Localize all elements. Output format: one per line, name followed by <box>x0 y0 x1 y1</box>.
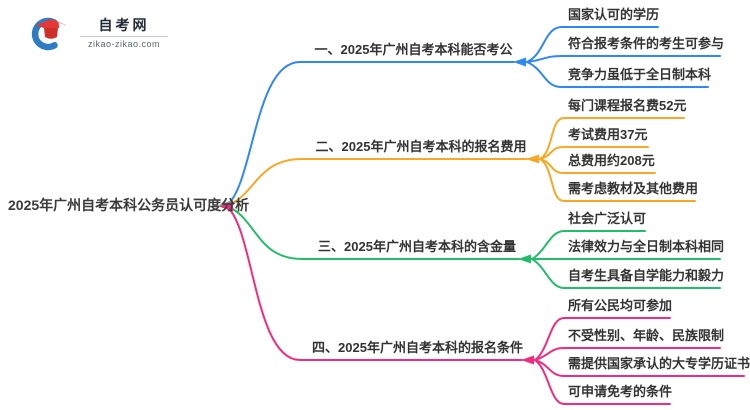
branch-2-topic: 二、2025年广州自考本科的报名费用 <box>315 139 527 154</box>
branch-3-child-1-connector <box>531 230 646 260</box>
branch-1-child-2-connector <box>526 55 721 63</box>
branch-2-child-4-connector <box>539 158 696 202</box>
leaf-node: 符合报考条件的考生可参与 <box>568 36 725 51</box>
logo-divider <box>80 36 168 37</box>
leaf-node: 每门课程报名费52元 <box>568 98 687 113</box>
logo-title: 自考网 <box>98 17 150 33</box>
leaf-node: 法律效力与全日制本科相同 <box>568 239 725 254</box>
leaf-node: 所有公民均可参加 <box>568 298 673 313</box>
leaf-node: 社会广泛认可 <box>568 211 647 226</box>
branch-4-child-4-connector <box>534 359 671 405</box>
main-topic: 2025年广州自考本科公务员认可度分析 <box>8 197 250 213</box>
branch-4-child-3-connector <box>534 359 745 377</box>
site-logo: 自考网 zikao-zikao.com <box>30 13 168 53</box>
branch-3-topic: 三、2025年广州自考本科的含金量 <box>318 239 516 254</box>
center-arrow-icon <box>219 201 233 212</box>
branch-1-connector <box>225 61 515 207</box>
branch-2-child-3-connector <box>539 158 656 174</box>
branch-3-arrow-icon <box>518 254 531 264</box>
branch-4-child-2-connector <box>534 347 721 361</box>
leaf-node: 需提供国家承认的大专学历证书 <box>568 356 750 371</box>
leaf-node: 竞争力虽低于全日制本科 <box>568 67 712 82</box>
branch-4-arrow-icon <box>521 355 534 365</box>
branch-4-topic: 四、2025年广州自考本科的报名条件 <box>312 340 523 355</box>
leaf-node: 可申请免考的条件 <box>568 384 673 399</box>
branch-1-topic: 一、2025年广州自考本科能否考公 <box>314 42 513 57</box>
leaf-node: 考试费用37元 <box>568 127 648 142</box>
logo-domain: zikao-zikao.com <box>87 39 161 49</box>
leaf-node: 总费用约208元 <box>568 153 655 168</box>
branch-2-child-2-connector <box>539 146 649 160</box>
branch-1-arrow-icon <box>513 57 526 67</box>
branch-1-child-1-connector <box>526 26 659 63</box>
graduation-cap-icon <box>31 17 66 51</box>
leaf-node: 自考生具备自学能力和毅力 <box>568 268 725 283</box>
branch-3-child-3-connector <box>531 258 721 289</box>
branch-1-child-3-connector <box>526 61 709 88</box>
branch-4-connector <box>225 205 523 361</box>
branch-3-connector <box>225 205 520 260</box>
leaf-node: 需考虑教材及其他费用 <box>568 181 699 196</box>
branch-2-arrow-icon <box>526 154 539 164</box>
leaf-node: 国家认可的学历 <box>568 7 660 22</box>
branch-2-child-1-connector <box>539 117 685 160</box>
branch-4-child-1-connector <box>534 317 671 361</box>
leaf-node: 不受性别、年龄、民族限制 <box>568 328 725 343</box>
branch-2-connector <box>225 158 528 207</box>
